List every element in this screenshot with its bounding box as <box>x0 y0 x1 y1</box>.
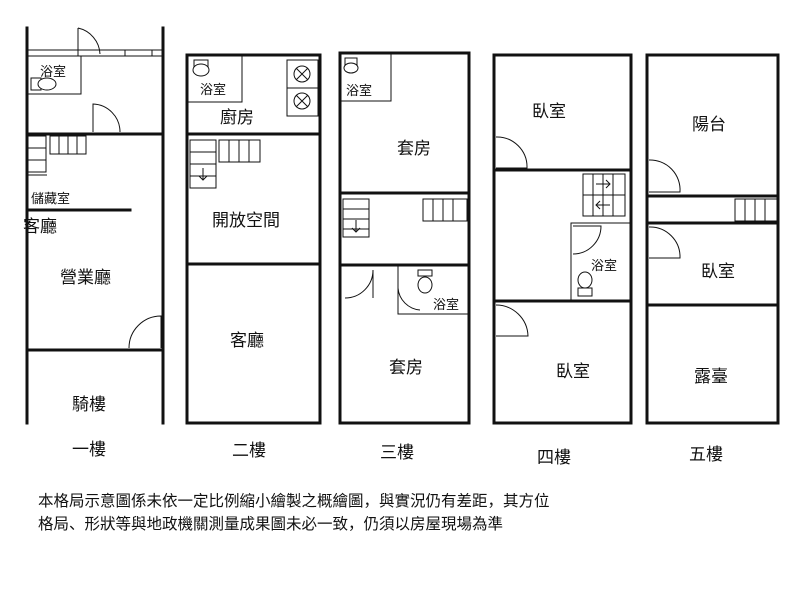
floor-1-arcade-label: 騎樓 <box>72 395 106 415</box>
disclaimer-text: 本格局示意圖係未依一定比例縮小繪製之概繪圖，與實況仍有差距，其方位 格局、形狀等… <box>38 490 778 536</box>
floor-1-storage-label: 儲藏室 <box>31 191 70 207</box>
floor-2-open-space-label: 開放空間 <box>212 211 280 231</box>
floor-1-title: 一樓 <box>72 440 106 460</box>
floor-4-bedroom-bottom-label: 臥室 <box>556 362 590 382</box>
floor-3-bath-top-label: 浴室 <box>346 83 372 99</box>
floor-5-plan <box>645 53 780 425</box>
floor-4-title: 四樓 <box>537 448 571 468</box>
floor-2-bath-label: 浴室 <box>200 82 226 98</box>
floor-1-business-label: 營業廳 <box>60 268 111 288</box>
floor-3-bath-mid-label: 浴室 <box>433 297 459 313</box>
floor-5-title: 五樓 <box>689 445 723 465</box>
floor-3-title: 三樓 <box>380 443 414 463</box>
floor-plan-diagram: 浴室 儲藏室 客廳 營業廳 騎樓 一樓 浴室 廚房 開放空間 客廳 二樓 <box>23 26 780 468</box>
floor-2-plan <box>185 53 322 425</box>
floor-4-bedroom-top-label: 臥室 <box>532 102 566 122</box>
floor-3-suite-top-label: 套房 <box>397 139 431 159</box>
floor-2-kitchen-label: 廚房 <box>220 107 254 128</box>
floor-2-title: 二樓 <box>232 441 266 461</box>
floor-1-bath-label: 浴室 <box>40 64 66 80</box>
floor-5-bedroom-label: 臥室 <box>701 262 735 282</box>
disclaimer-line-1: 本格局示意圖係未依一定比例縮小繪製之概繪圖，與實況仍有差距，其方位 <box>38 492 550 510</box>
floor-5-terrace-label: 露臺 <box>694 367 728 387</box>
floor-5-balcony-label: 陽台 <box>692 115 726 135</box>
floor-4-plan <box>492 53 633 425</box>
floor-3-plan <box>338 51 471 425</box>
disclaimer-line-2: 格局、形狀等與地政機關測量成果圖未必一致，仍須以房屋現場為準 <box>38 515 504 533</box>
floor-2-living-label: 客廳 <box>230 331 264 351</box>
floor-1-plan <box>25 26 165 425</box>
floor-3-suite-bottom-label: 套房 <box>389 358 423 378</box>
floor-1-living-label: 客廳 <box>23 217 57 237</box>
floor-4-bath-label: 浴室 <box>591 258 617 274</box>
